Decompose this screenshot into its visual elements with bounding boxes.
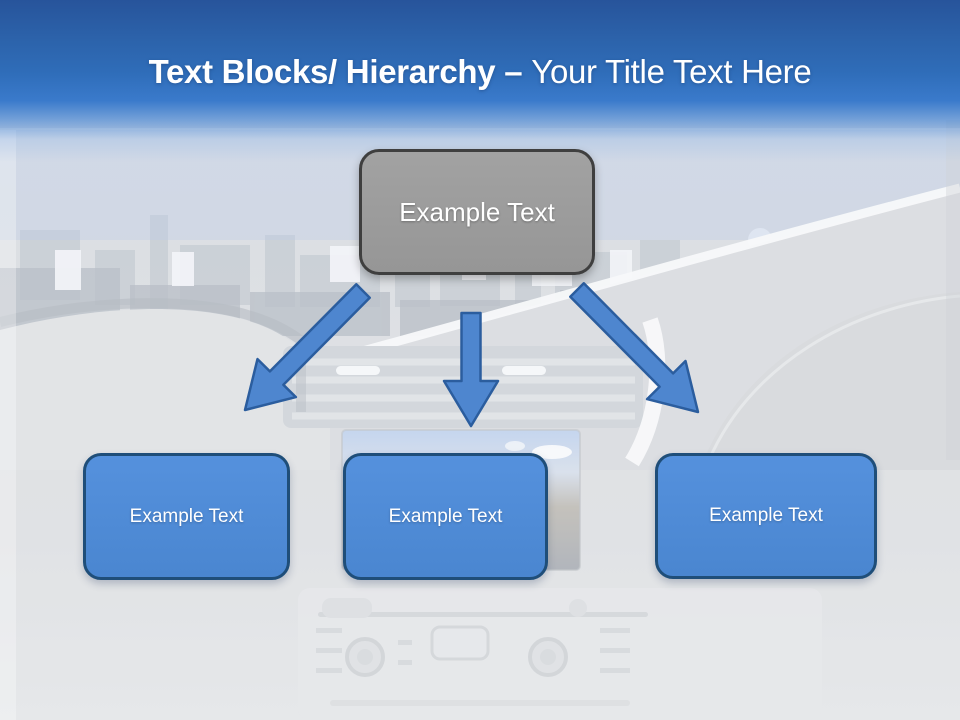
arrow-to-child-2: [442, 311, 500, 428]
child-node-3-label: Example Text: [709, 505, 823, 526]
child-node-2: Example Text: [343, 453, 548, 580]
child-node-1: Example Text: [83, 453, 290, 580]
arrow-to-child-3: [569, 282, 700, 414]
child-node-2-label: Example Text: [388, 505, 503, 527]
child-node-1-label: Example Text: [129, 505, 244, 527]
radio-console: [298, 588, 822, 720]
root-node: Example Text: [359, 149, 595, 275]
child-node-3: Example Text: [655, 453, 877, 579]
root-node-label: Example Text: [399, 196, 555, 227]
arrow-to-child-1: [243, 283, 371, 412]
